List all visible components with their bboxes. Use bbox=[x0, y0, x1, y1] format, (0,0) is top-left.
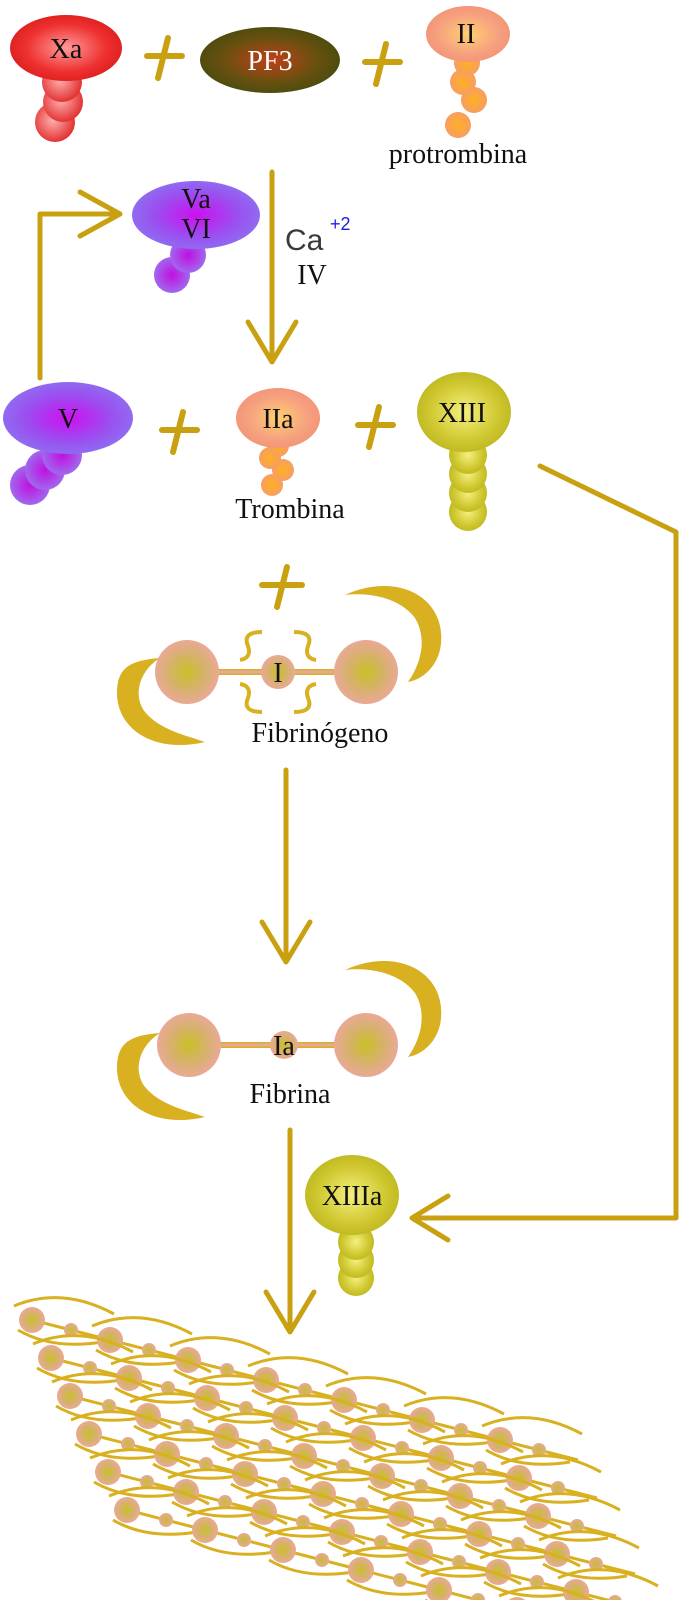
label-va: Va bbox=[181, 184, 211, 215]
factor-pf3: PF3 bbox=[200, 27, 340, 93]
fibrin-unit bbox=[479, 1548, 581, 1598]
label-xiii: XIII bbox=[438, 398, 486, 429]
factor-xiiia: XIIIa bbox=[305, 1155, 399, 1296]
arrow-down bbox=[259, 767, 313, 965]
fibrin-unit bbox=[148, 1430, 250, 1480]
fibrin-unit bbox=[108, 1486, 210, 1536]
factor-va: Va VI bbox=[132, 181, 260, 293]
factor-xiii: XIII bbox=[417, 372, 511, 531]
fibrin-unit bbox=[245, 1488, 347, 1538]
label-vi: VI bbox=[181, 214, 211, 245]
fibrin-unit bbox=[70, 1410, 172, 1460]
fibrin-unit bbox=[13, 1296, 115, 1346]
label-ii: II bbox=[457, 19, 476, 50]
fibrin-unit bbox=[403, 1396, 505, 1446]
factor-xa: Xa bbox=[10, 15, 122, 142]
arrow-xiii-activation bbox=[409, 463, 679, 1243]
plus-sign bbox=[159, 409, 200, 455]
fibrin-unit bbox=[325, 1376, 427, 1426]
fibrin-unit bbox=[247, 1356, 349, 1406]
fibrin-unit bbox=[323, 1508, 425, 1558]
fibrin-unit bbox=[382, 1490, 484, 1540]
fibrin-unit bbox=[207, 1412, 309, 1462]
fibrin-unit bbox=[422, 1434, 524, 1484]
fibrin-unit bbox=[51, 1372, 153, 1422]
fibrin-unit bbox=[344, 1414, 446, 1464]
fibrin-unit bbox=[481, 1416, 583, 1466]
fibrin-unit bbox=[226, 1450, 328, 1500]
fibrin-unit bbox=[557, 1568, 659, 1605]
label-ca: Ca bbox=[285, 224, 324, 257]
fibrin-unit bbox=[110, 1354, 212, 1404]
arrow-activation-v bbox=[37, 189, 123, 381]
fibrin-unit bbox=[363, 1452, 465, 1502]
factor-iia: IIa bbox=[236, 388, 320, 496]
arrow-down bbox=[245, 169, 299, 365]
fibrin-unit bbox=[91, 1316, 193, 1366]
factor-v: V bbox=[3, 382, 133, 505]
fibrin-unit bbox=[285, 1432, 387, 1482]
label-ca-charge: +2 bbox=[330, 214, 351, 234]
label-iv: IV bbox=[297, 260, 327, 291]
fibrin-unit bbox=[342, 1546, 444, 1596]
fibrin-unit bbox=[441, 1472, 543, 1522]
plus-sign bbox=[362, 41, 403, 87]
fibrin-unit bbox=[264, 1526, 366, 1576]
plus-sign bbox=[144, 35, 185, 81]
plus-sign bbox=[355, 404, 396, 450]
fibrin-unit bbox=[538, 1530, 640, 1580]
label-xa: Xa bbox=[50, 34, 83, 65]
fibrin-mesh bbox=[13, 1296, 659, 1605]
label-trombina: Trombina bbox=[235, 494, 345, 525]
fibrin-unit bbox=[460, 1510, 562, 1560]
label-v: V bbox=[58, 404, 78, 435]
fibrin-unit bbox=[519, 1492, 621, 1542]
label-protrombina: protrombina bbox=[389, 139, 528, 170]
fibrin-unit bbox=[167, 1468, 269, 1518]
fibrin-unit bbox=[188, 1374, 290, 1424]
calcium-label: Ca +2 IV bbox=[285, 214, 351, 291]
label-xiiia: XIIIa bbox=[322, 1181, 383, 1212]
fibrinogen-molecule: I bbox=[116, 586, 442, 746]
fibrin-unit bbox=[32, 1334, 134, 1384]
fibrin-unit bbox=[266, 1394, 368, 1444]
label-iia: IIa bbox=[262, 404, 294, 435]
label-fibrina: Fibrina bbox=[250, 1079, 331, 1110]
factor-ii-protrombina: II bbox=[426, 6, 510, 138]
fibrin-unit bbox=[129, 1392, 231, 1442]
fibrin-unit bbox=[169, 1336, 271, 1386]
fibrin-molecule: Ia bbox=[116, 961, 442, 1121]
fibrin-unit bbox=[401, 1528, 503, 1578]
fibrin-unit bbox=[89, 1448, 191, 1498]
label-fibrinogeno: Fibrinógeno bbox=[252, 718, 389, 749]
arrow-down bbox=[263, 1127, 317, 1335]
label-i: I bbox=[273, 658, 282, 689]
fibrin-unit bbox=[500, 1454, 602, 1504]
label-ia: Ia bbox=[273, 1031, 295, 1062]
fibrin-unit bbox=[186, 1506, 288, 1556]
plus-sign bbox=[259, 564, 305, 610]
label-pf3: PF3 bbox=[247, 46, 292, 77]
fibrin-unit bbox=[304, 1470, 406, 1520]
